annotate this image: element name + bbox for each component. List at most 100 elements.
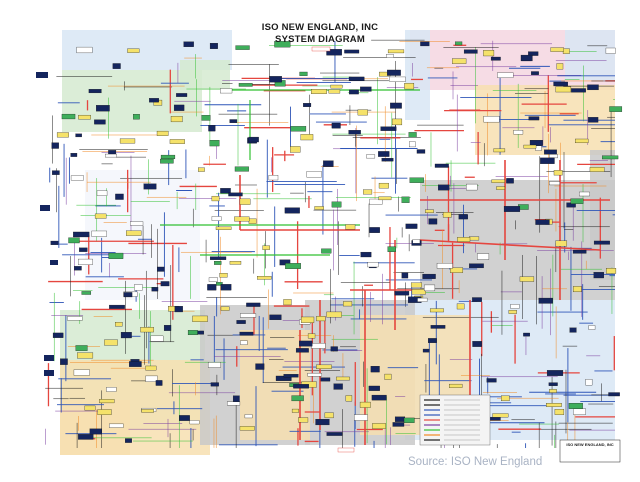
substation-node [215,226,232,230]
substation-node [311,343,326,349]
substation-node [343,301,353,307]
substation-node [458,214,468,220]
substation-node [503,206,521,212]
substation-node [220,188,231,194]
substation-node [497,72,514,78]
substation-node [466,183,478,191]
substation-node [344,49,360,54]
substation-node [430,325,446,329]
substation-node [538,297,553,304]
substation-node [316,316,326,322]
substation-node [169,139,185,144]
substation-node [211,216,222,221]
substation-node [176,93,188,97]
substation-node [229,119,238,123]
substation-node [442,212,452,218]
substation-node [109,423,124,428]
substation-node [269,314,282,320]
substation-node [316,364,332,369]
substation-node [189,420,200,425]
substation-node [513,130,524,135]
substation-node [324,412,334,419]
substation-node [387,69,401,76]
substation-node [235,45,250,50]
substation-node [380,126,397,131]
substation-node [549,154,558,159]
substation-node [210,382,219,387]
substation-node [284,207,300,214]
substation-node [285,263,301,269]
substation-node [234,166,249,172]
substation-node [605,47,616,54]
substation-node [394,416,406,422]
substation-node [145,375,158,382]
substation-node [369,227,380,233]
substation-node [78,114,91,120]
substation-node [345,224,356,230]
substation-node [298,417,309,423]
substation-node [306,171,322,178]
substation-node [359,401,371,408]
zone-region [180,60,230,90]
substation-node [314,206,324,210]
substation-node [257,276,272,280]
substation-node [283,299,292,306]
substation-node [404,83,415,90]
substation-node [378,196,392,201]
substation-node [123,292,133,298]
substation-node [555,240,568,247]
substation-node [125,438,132,443]
substation-node [134,284,143,291]
substation-node [143,183,157,190]
substation-node [401,196,410,203]
substation-node [326,49,342,56]
substation-node [232,395,240,402]
substation-node [77,352,94,359]
substation-node [330,84,343,89]
substation-node [531,71,539,75]
substation-node [73,231,90,238]
substation-node [436,263,453,269]
substation-node [550,47,564,52]
substation-node [326,432,343,436]
substation-node [68,237,80,244]
substation-node [299,71,308,76]
substation-node [96,190,108,196]
substation-node [220,88,233,94]
substation-node [336,376,350,381]
substation-node [207,284,217,291]
substation-node [579,191,590,197]
substation-node [366,154,376,159]
substation-node [387,246,396,252]
substation-node [363,189,373,195]
note-marker [337,447,355,453]
substation-node [214,261,222,265]
substation-node [74,266,82,271]
substation-node [378,182,389,189]
substation-node [412,239,421,244]
substation-node [585,379,593,386]
substation-node [130,221,144,226]
substation-node [387,49,405,54]
substation-node [449,383,463,388]
substation-node [428,218,438,225]
substation-node [422,273,436,279]
substation-node [160,281,170,287]
substation-node [290,126,307,132]
substation-node [588,325,596,330]
substation-node [160,154,176,160]
substation-node [109,304,125,309]
substation-node [570,198,584,204]
substation-node [52,170,60,175]
substation-node [279,259,291,266]
substation-node [589,167,605,172]
substation-node [291,395,304,402]
substation-node [450,267,464,273]
substation-node [529,140,543,146]
substation-node [141,409,154,413]
substation-node [549,181,560,186]
substation-node [546,370,564,376]
substation-node [290,146,301,153]
substation-node [295,348,309,353]
